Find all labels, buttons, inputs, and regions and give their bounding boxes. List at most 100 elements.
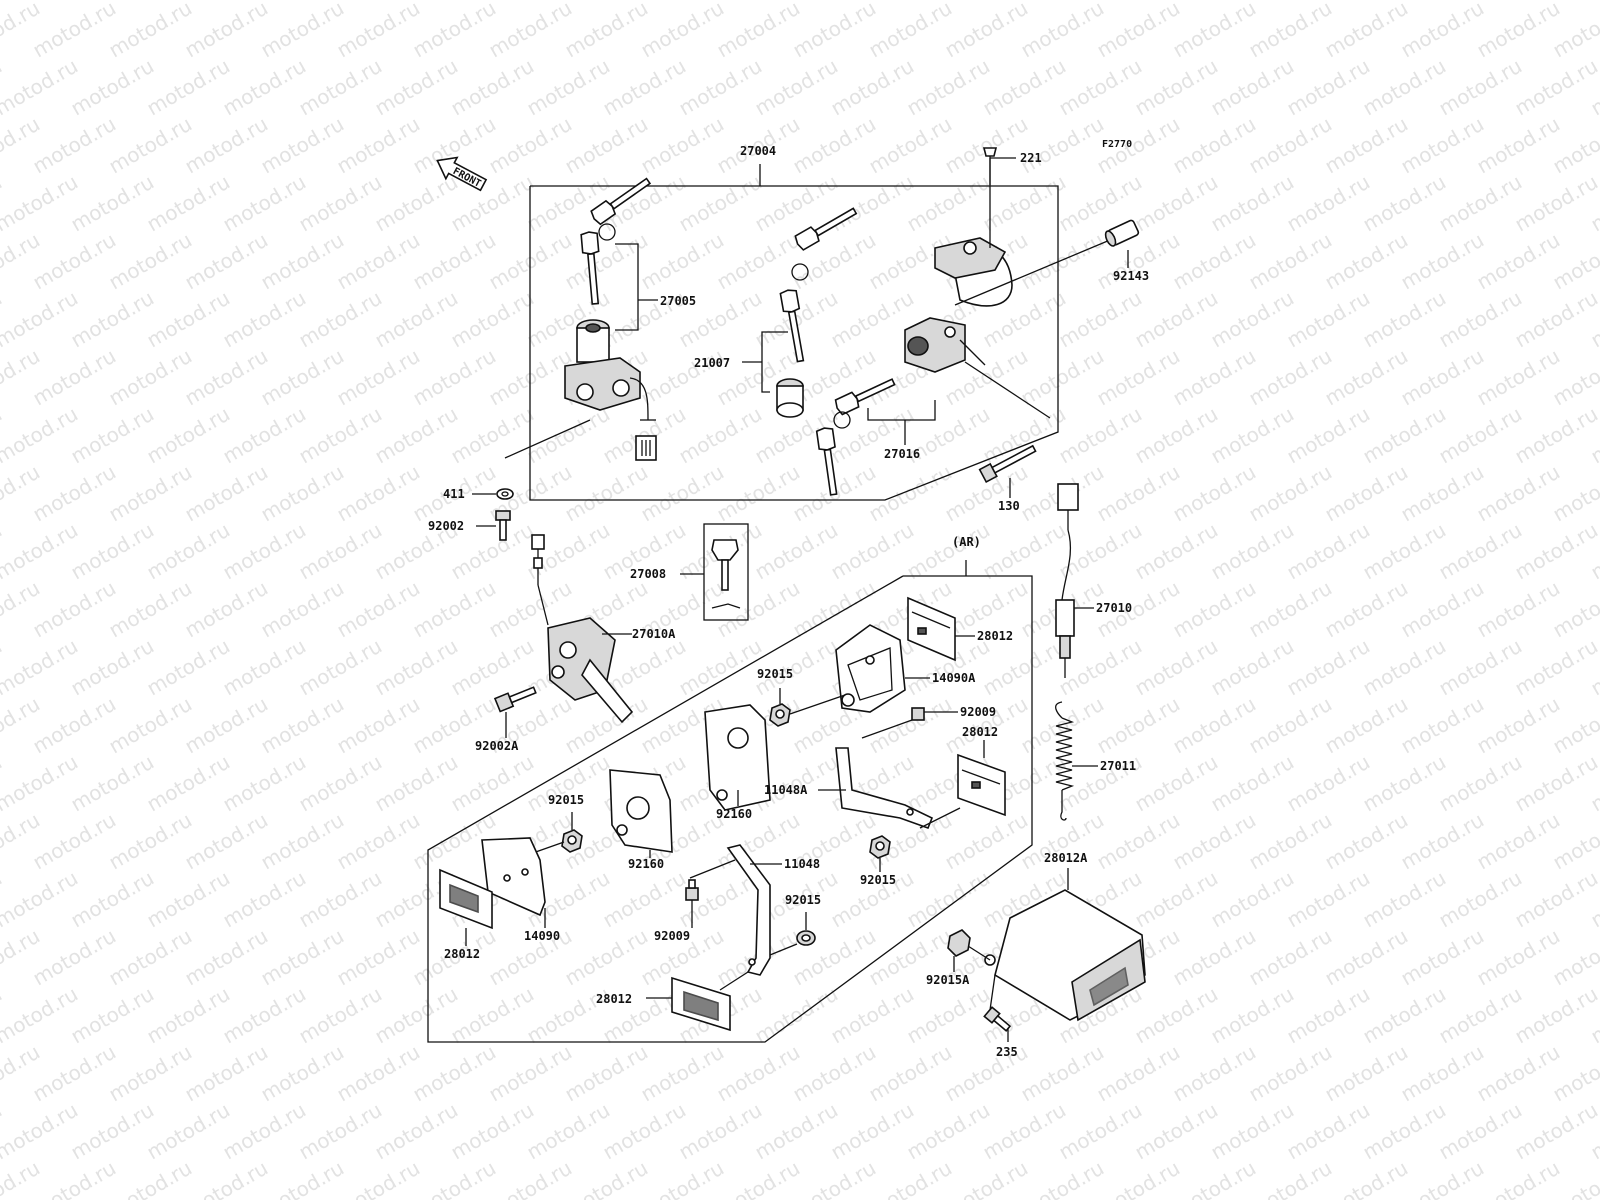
watermark-text: motod.ru (67, 634, 158, 701)
watermark-text: motod.ru (637, 344, 728, 411)
watermark-text: motod.ru (561, 460, 652, 527)
watermark-text: motod.ru (0, 634, 82, 701)
watermark-text: motod.ru (1359, 170, 1450, 237)
watermark-text: motod.ru (1511, 54, 1600, 121)
watermark-text: motod.ru (371, 54, 462, 121)
watermark-text: motod.ru (561, 924, 652, 991)
watermark-text: motod.ru (941, 112, 1032, 179)
watermark-text: motod.ru (409, 228, 500, 295)
watermark-text: motod.ru (295, 54, 386, 121)
watermark-text: motod.ru (1207, 982, 1298, 1049)
watermark-text: motod.ru (67, 170, 158, 237)
watermark-text: motod.ru (1207, 750, 1298, 817)
watermark-text: motod.ru (713, 460, 804, 527)
watermark-text: motod.ru (523, 402, 614, 469)
watermark-text: motod.ru (0, 1098, 82, 1165)
label-14090: 14090 (524, 929, 560, 943)
watermark-text: motod.ru (1359, 402, 1450, 469)
watermark-text: motod.ru (1207, 286, 1298, 353)
watermark-text: motod.ru (219, 866, 310, 933)
watermark-text: motod.ru (1473, 228, 1564, 295)
watermark-text: motod.ru (1359, 1098, 1450, 1165)
watermark-text: motod.ru (181, 924, 272, 991)
watermark-text: motod.ru (371, 634, 462, 701)
watermark-text: motod.ru (1283, 286, 1374, 353)
watermark-text: motod.ru (1017, 344, 1108, 411)
watermark-text: motod.ru (29, 1040, 120, 1107)
label-28012-bottom: 28012 (596, 992, 632, 1006)
watermark-text: motod.ru (1283, 634, 1374, 701)
watermark-text: motod.ru (143, 402, 234, 469)
watermark-text: motod.ru (143, 634, 234, 701)
watermark-text: motod.ru (1169, 1040, 1260, 1107)
watermark-text: motod.ru (1283, 750, 1374, 817)
watermark-text: motod.ru (143, 750, 234, 817)
watermark-text: motod.ru (371, 982, 462, 1049)
watermark-text: motod.ru (561, 0, 652, 62)
watermark-text: motod.ru (1321, 460, 1412, 527)
watermark-text: motod.ru (447, 286, 538, 353)
label-28012-top: 28012 (977, 629, 1013, 643)
watermark-text: motod.ru (219, 750, 310, 817)
watermark-text: motod.ru (865, 460, 956, 527)
watermark-text: motod.ru (1321, 228, 1412, 295)
watermark-text: motod.ru (333, 344, 424, 411)
watermark-text: motod.ru (409, 344, 500, 411)
watermark-text: motod.ru (219, 1098, 310, 1165)
watermark-text: motod.ru (1473, 924, 1564, 991)
watermark-text: motod.ru (903, 1098, 994, 1165)
watermark-text: motod.ru (903, 54, 994, 121)
watermark-text: motod.ru (1511, 402, 1600, 469)
label-21007: 21007 (694, 356, 730, 370)
watermark-text: motod.ru (0, 518, 82, 585)
watermark-text: motod.ru (1435, 1098, 1526, 1165)
watermark-text: motod.ru (1321, 692, 1412, 759)
watermark-text: motod.ru (675, 170, 766, 237)
watermark-text: motod.ru (257, 460, 348, 527)
watermark-text: motod.ru (1397, 924, 1488, 991)
watermark-text: motod.ru (1397, 344, 1488, 411)
watermark-text: motod.ru (1093, 344, 1184, 411)
label-27008: 27008 (630, 567, 666, 581)
label-14090A: 14090A (932, 671, 976, 685)
watermark-text: motod.ru (1131, 1098, 1222, 1165)
label-92015-top: 92015 (757, 667, 793, 681)
watermark-text: motod.ru (751, 1098, 842, 1165)
watermark-text: motod.ru (295, 750, 386, 817)
watermark-text: motod.ru (1511, 518, 1600, 585)
watermark-text: motod.ru (1435, 170, 1526, 237)
label-92002: 92002 (428, 519, 464, 533)
watermark-text: motod.ru (941, 0, 1032, 62)
watermark-text: motod.ru (903, 518, 994, 585)
label-92002A: 92002A (475, 739, 519, 753)
watermark-text: motod.ru (219, 982, 310, 1049)
watermark-text: motod.ru (0, 982, 82, 1049)
watermark-text: motod.ru (1511, 866, 1600, 933)
watermark-text: motod.ru (1169, 228, 1260, 295)
watermark-text: motod.ru (257, 1040, 348, 1107)
watermark-text: motod.ru (523, 170, 614, 237)
watermark-text: motod.ru (637, 0, 728, 62)
watermark-text: motod.ru (1283, 982, 1374, 1049)
watermark-text: motod.ru (409, 0, 500, 62)
label-28012-right: 28012 (962, 725, 998, 739)
watermark-text: motod.ru (1169, 460, 1260, 527)
watermark-text: motod.ru (1435, 982, 1526, 1049)
watermark-text: motod.ru (1017, 1040, 1108, 1107)
watermark-text: motod.ru (1435, 402, 1526, 469)
watermark-text: motod.ru (295, 286, 386, 353)
watermark-text: motod.ru (751, 518, 842, 585)
watermark-text: motod.ru (979, 54, 1070, 121)
watermark-text: motod.ru (1473, 576, 1564, 643)
watermark-text: motod.ru (143, 518, 234, 585)
watermark-text: motod.ru (143, 170, 234, 237)
bracket-a-part (836, 625, 905, 712)
watermark-text: motod.ru (1397, 1040, 1488, 1107)
label-92015-c: 92015 (548, 793, 584, 807)
watermark-text: motod.ru (1245, 808, 1336, 875)
watermark-text: motod.ru (29, 808, 120, 875)
watermark-text: motod.ru (789, 112, 880, 179)
watermark-text: motod.ru (865, 0, 956, 62)
watermark-text: motod.ru (1435, 286, 1526, 353)
